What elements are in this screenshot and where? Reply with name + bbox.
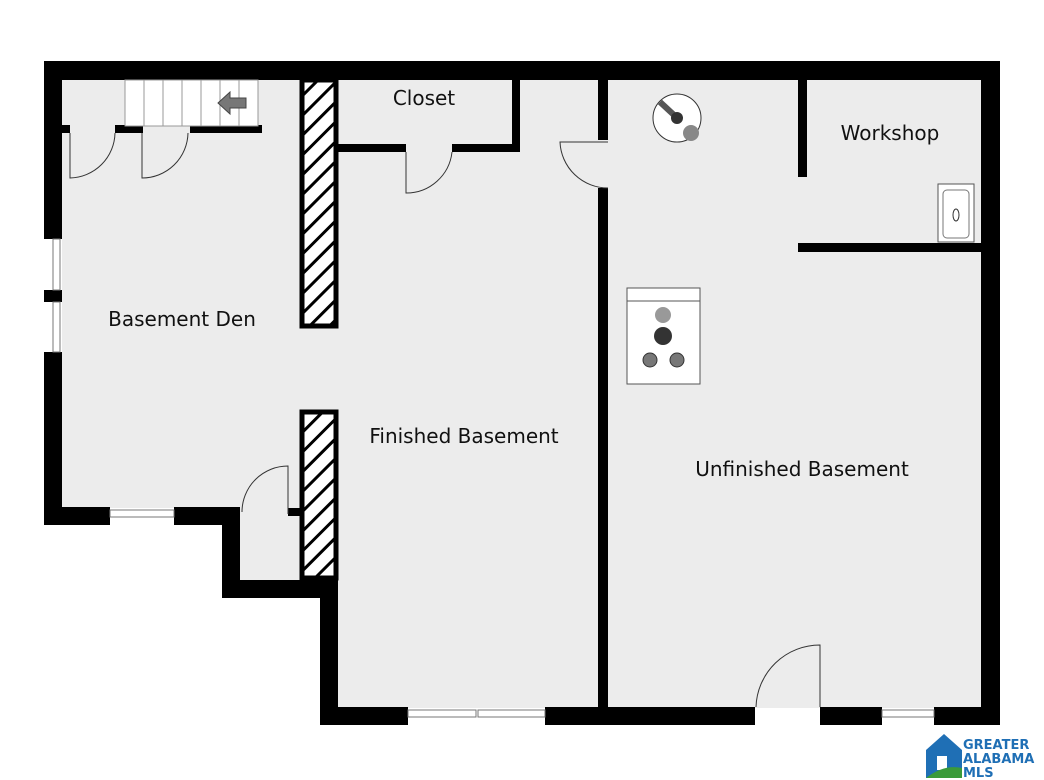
- floor-area: [62, 80, 982, 708]
- windows: [52, 238, 935, 718]
- room-label-unfinished-basement: Unfinished Basement: [695, 457, 909, 481]
- walls: [44, 61, 1000, 725]
- water-heater-icon: [652, 93, 702, 143]
- doors[interactable]: [69, 132, 821, 708]
- hatched-wall-lower: [299, 409, 339, 581]
- logo-line-2: ALABAMA: [963, 752, 1034, 767]
- greater-alabama-mls-logo: GREATER ALABAMA MLS: [926, 734, 1034, 780]
- utility-sink-icon: [937, 183, 975, 243]
- room-label-basement-den: Basement Den: [108, 307, 256, 331]
- room-label-workshop: Workshop: [841, 121, 940, 145]
- furnace-icon: [626, 287, 701, 385]
- logo-line-1: GREATER: [963, 738, 1029, 753]
- room-label-closet: Closet: [393, 86, 455, 110]
- staircase[interactable]: [124, 79, 259, 127]
- room-label-finished-basement: Finished Basement: [369, 424, 558, 448]
- logo-line-3: MLS: [963, 766, 994, 780]
- staircase-arrow-icon: [217, 90, 247, 116]
- hatched-wall-upper: [299, 77, 339, 329]
